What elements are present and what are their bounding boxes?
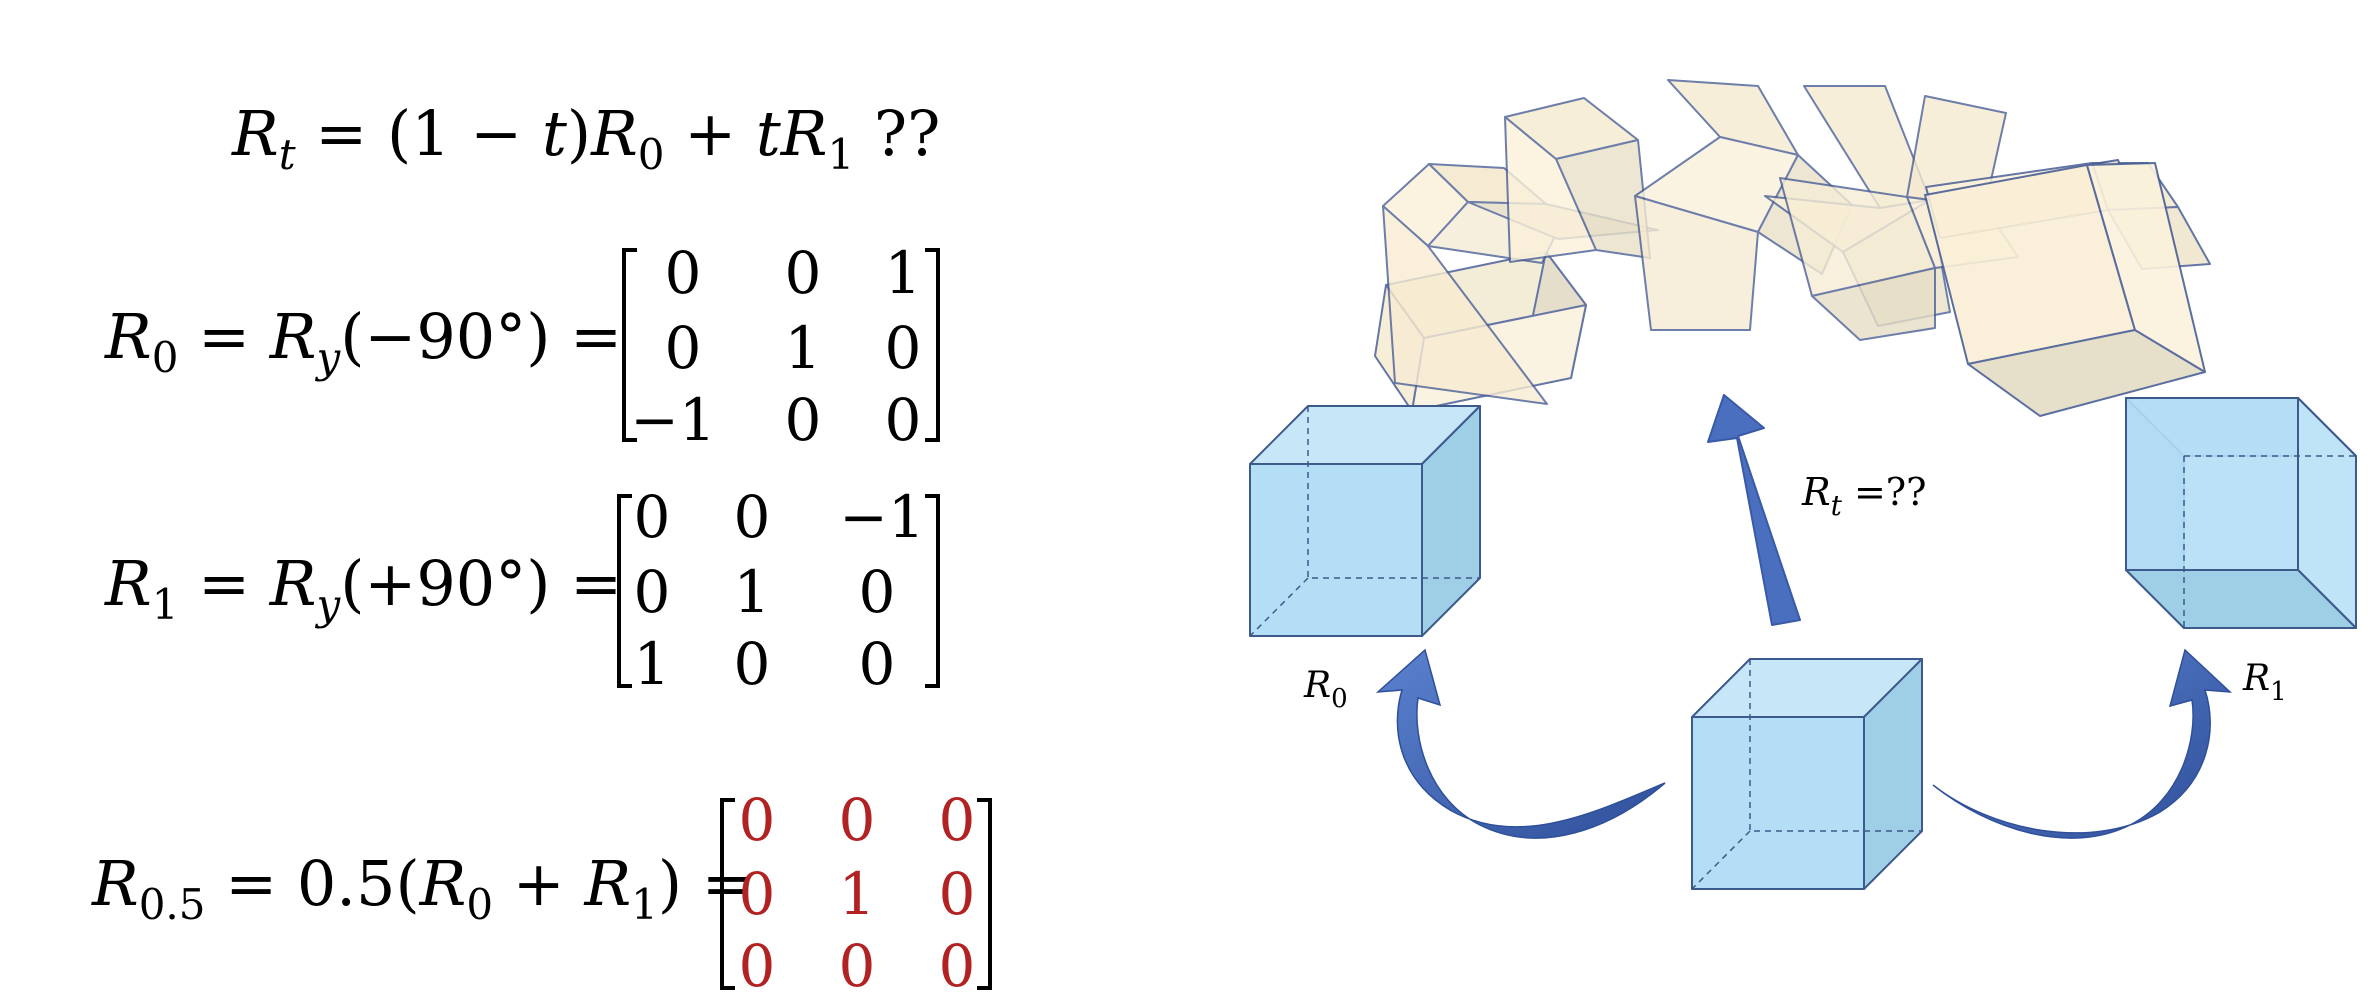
matrix-r0-cell: 0 (885, 314, 922, 382)
equations-panel: Rt = (1 − t)R0 + tR1 ?? R0 = Ry(−90°) = … (91, 97, 992, 1000)
eq3-symbol: R (104, 547, 152, 620)
eq4-a-sub: 0 (466, 880, 493, 929)
label-r0: R0 (1303, 665, 1348, 714)
matrix-r1-cell: 0 (734, 630, 771, 698)
eq2-arg: (−90°) = (340, 300, 622, 373)
interpolated-cubes (1374, 79, 2211, 417)
eq1-r1-sub: 1 (827, 130, 854, 179)
eq1-t1: t (542, 97, 567, 170)
matrix-r1-cell: 0 (634, 558, 671, 626)
matrix-rhalf-cell: 0 (939, 932, 976, 1000)
eq1-lhs-sub: t (279, 130, 296, 179)
label-r1-symbol: R (2242, 658, 2270, 699)
arrow-rt (1707, 394, 1801, 626)
equation-r1: R1 = Ry(+90°) = 0 0 −1 0 1 0 1 0 0 (104, 483, 940, 698)
eq2-symbol: R (104, 300, 152, 373)
eq2-mid: = (178, 300, 269, 373)
eq4-end: ) = (658, 847, 754, 920)
eq3-ry-sub: y (314, 580, 341, 629)
matrix-r0-cell: 1 (785, 314, 822, 382)
cube-r1 (2125, 397, 2357, 629)
eq4-symbol: R (91, 847, 139, 920)
eq1-lhs-symbol: R (231, 97, 279, 170)
cube-r0 (1249, 405, 1481, 637)
matrix-rhalf-cell: 0 (739, 786, 776, 854)
label-r1-sub: 1 (2270, 677, 2287, 707)
matrix-r0-cell: 0 (665, 314, 702, 382)
matrix-r0-cell: 0 (785, 239, 822, 307)
matrix-rhalf-cell: 0 (939, 860, 976, 928)
label-r1: R1 (2242, 658, 2287, 707)
equation-r0: R0 = Ry(−90°) = 0 0 1 0 1 0 −1 0 0 (104, 239, 940, 454)
eq3-mid: = (178, 547, 269, 620)
matrix-r0-cell: 0 (885, 386, 922, 454)
eq1-suffix: ?? (854, 97, 940, 170)
matrix-rhalf-cell: 0 (739, 932, 776, 1000)
label-r0-sub: 0 (1331, 684, 1348, 714)
matrix-r0-right-bracket (925, 248, 940, 442)
svg-text:R0 = Ry(−90°) =: R0 = Ry(−90°) = (104, 300, 622, 382)
label-rt-symbol: R (1801, 470, 1831, 514)
cube-identity (1691, 658, 1923, 890)
eq2-ry-sub: y (314, 333, 341, 382)
matrix-rhalf-cell: 1 (839, 860, 876, 928)
ghost-cube (1504, 97, 1651, 263)
eq2-ry: R (269, 300, 317, 373)
label-rt: Rt =?? (1801, 470, 1927, 522)
eq1-part2: ) (567, 97, 591, 170)
eq4-b-sub: 1 (631, 880, 658, 929)
eq4-plus: + (493, 847, 584, 920)
eq1-r0-sub: 0 (638, 130, 665, 179)
matrix-rhalf-right-bracket (977, 798, 992, 990)
arrow-curve-to-r1 (1932, 648, 2233, 839)
matrix-r1-cell: 0 (859, 630, 896, 698)
matrix-r1-cell: 0 (634, 483, 671, 551)
matrix-r1-cell: 1 (634, 630, 671, 698)
label-rt-suffix: =?? (1842, 470, 1927, 514)
matrix-rhalf-cell: 0 (739, 860, 776, 928)
matrix-r1-right-bracket (925, 494, 940, 688)
svg-text:R0.5 = 0.5(R0 + R1) =: R0.5 = 0.5(R0 + R1) = (91, 847, 754, 929)
svg-text:R1 = Ry(+90°) =: R1 = Ry(+90°) = (104, 547, 622, 629)
svg-text:Rt = (1 − t)R0 + tR1 ??: Rt = (1 − t)R0 + tR1 ?? (231, 97, 940, 179)
matrix-rhalf-left-bracket (720, 798, 735, 990)
matrix-rhalf-cell: 0 (839, 932, 876, 1000)
eq1-t2: t (756, 97, 781, 170)
matrix-rhalf-cell: 0 (939, 786, 976, 854)
rotation-diagram: R0 R1 Rt =?? (1249, 79, 2357, 890)
matrix-r1-cell: −1 (839, 483, 925, 551)
matrix-r1-cell: 0 (734, 483, 771, 551)
matrix-r0-cell: 0 (785, 386, 822, 454)
eq1-r1-symbol: R (780, 97, 828, 170)
matrix-r0-cell: 1 (885, 239, 922, 307)
eq3-arg: (+90°) = (340, 547, 622, 620)
equation-interpolation: Rt = (1 − t)R0 + tR1 ?? (231, 97, 940, 179)
eq4-a: R (419, 847, 467, 920)
eq1-r0-symbol: R (590, 97, 638, 170)
matrix-rhalf-cell: 0 (839, 786, 876, 854)
matrix-r0-cell: −1 (630, 386, 716, 454)
eq4-b: R (583, 847, 631, 920)
eq2-sub: 0 (152, 333, 179, 382)
label-r0-symbol: R (1303, 665, 1331, 706)
eq3-ry: R (269, 547, 317, 620)
ghost-cube (1924, 159, 2206, 417)
matrix-r0-left-bracket (622, 248, 637, 442)
equation-r-half: R0.5 = 0.5(R0 + R1) = 0 0 0 0 1 0 0 0 0 (91, 786, 992, 1000)
eq1-part1: = (1 − (296, 97, 542, 170)
matrix-r1-cell: 0 (859, 558, 896, 626)
eq3-sub: 1 (152, 580, 179, 629)
label-rt-sub: t (1831, 489, 1843, 522)
eq1-plus: + (665, 97, 756, 170)
arrow-curve-to-r0 (1375, 648, 1666, 839)
matrix-r1-left-bracket (617, 494, 632, 688)
matrix-r0-cell: 0 (665, 239, 702, 307)
eq4-sub: 0.5 (139, 880, 206, 929)
eq4-mid: = 0.5( (205, 847, 419, 920)
matrix-r1-cell: 1 (734, 558, 771, 626)
